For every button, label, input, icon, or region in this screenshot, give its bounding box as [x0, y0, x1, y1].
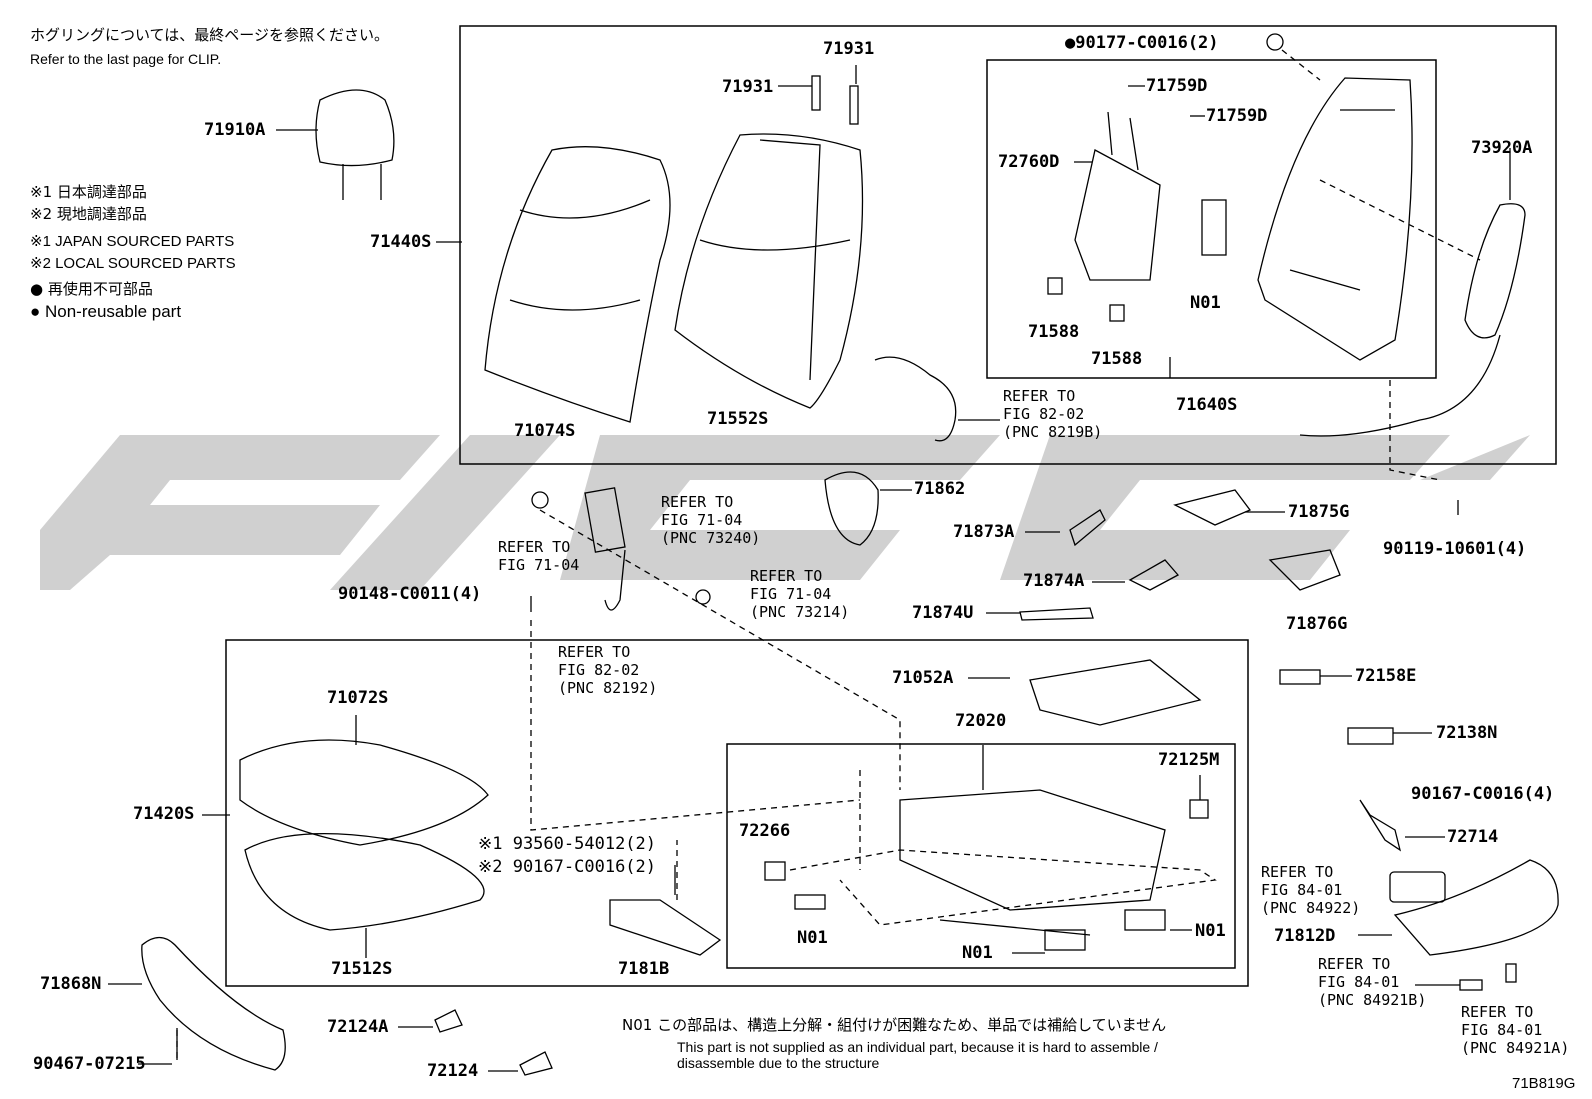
- part-90467-07215[interactable]: 90467-07215: [33, 1054, 146, 1074]
- ref-fig-84-01-84921B[interactable]: REFER TO FIG 84-01 (PNC 84921B): [1318, 955, 1427, 1009]
- part-71873A[interactable]: 71873A: [953, 522, 1015, 542]
- ref-fig-82-02-82192[interactable]: REFER TO FIG 82-02 (PNC 82192): [558, 643, 658, 697]
- cushion-frame-box: [225, 639, 1249, 987]
- part-71552S[interactable]: 71552S: [707, 409, 769, 429]
- ref-fig-82-02-8219B[interactable]: REFER TO FIG 82-02 (PNC 8219B): [1003, 387, 1103, 441]
- ref-fig-71-04[interactable]: REFER TO FIG 71-04: [498, 538, 580, 574]
- n01-note-jp: N01 この部品は、構造上分解・組付けが困難なため、単品では補給していません: [622, 1016, 1167, 1034]
- part-71588-b[interactable]: 71588: [1091, 349, 1143, 369]
- part-72124[interactable]: 72124: [427, 1061, 479, 1081]
- ref-fig-71-04-73214[interactable]: REFER TO FIG 71-04 (PNC 73214): [750, 567, 850, 621]
- legend-japan-jp: ※1 日本調達部品: [30, 183, 147, 201]
- clip-note-jp: ホグリングについては、最終ページを参照ください。: [30, 26, 389, 44]
- legend-japan-en: ※1 JAPAN SOURCED PARTS: [30, 233, 235, 250]
- part-71868N[interactable]: 71868N: [40, 974, 102, 994]
- part-71074S[interactable]: 71074S: [514, 421, 576, 441]
- clip-note-en: Refer to the last page for CLIP.: [30, 51, 222, 67]
- part-71440S[interactable]: 71440S: [370, 232, 432, 252]
- part-71052A[interactable]: 71052A: [892, 668, 954, 688]
- part-71874U[interactable]: 71874U: [912, 603, 974, 623]
- part-71931-top[interactable]: 71931: [823, 39, 875, 59]
- part-72760D[interactable]: 72760D: [998, 152, 1060, 172]
- ref-fig-84-01-84921A[interactable]: REFER TO FIG 84-01 (PNC 84921A): [1461, 1003, 1570, 1057]
- part-71759D-a[interactable]: 71759D: [1146, 76, 1208, 96]
- part-90148-C0011[interactable]: 90148-C0011(4): [338, 584, 482, 604]
- part-90167-C0016-b[interactable]: ※2 90167-C0016(2): [478, 857, 657, 877]
- seatback-frame-box: [459, 25, 1557, 465]
- part-72158E[interactable]: 72158E: [1355, 666, 1417, 686]
- legend-nonreusable-en: ● Non-reusable part: [30, 302, 182, 321]
- figure-code: 71B819G: [1512, 1075, 1576, 1092]
- part-7181B[interactable]: 7181B: [618, 959, 670, 979]
- part-72138N[interactable]: 72138N: [1436, 723, 1498, 743]
- part-N01-seatback[interactable]: N01: [1190, 293, 1221, 313]
- n01-note-en-2: disassemble due to the structure: [677, 1055, 880, 1071]
- part-71874A[interactable]: 71874A: [1023, 571, 1085, 591]
- ref-fig-71-04-73240[interactable]: REFER TO FIG 71-04 (PNC 73240): [661, 493, 761, 547]
- part-71876G[interactable]: 71876G: [1286, 614, 1348, 634]
- legend-nonreusable-jp: ● 再使用不可部品: [30, 280, 153, 298]
- part-71862[interactable]: 71862: [914, 479, 966, 499]
- part-71931-left[interactable]: 71931: [722, 77, 774, 97]
- part-71812D[interactable]: 71812D: [1274, 926, 1336, 946]
- part-N01-adjuster-b[interactable]: N01: [962, 943, 993, 963]
- part-71910A[interactable]: 71910A: [204, 120, 266, 140]
- part-90177-C0016[interactable]: ●90177-C0016(2): [1065, 33, 1219, 53]
- part-72125M[interactable]: 72125M: [1158, 750, 1220, 770]
- part-71588-a[interactable]: 71588: [1028, 322, 1080, 342]
- part-72124A[interactable]: 72124A: [327, 1017, 389, 1037]
- adjuster-frame-box: [726, 743, 1236, 969]
- legend-local-en: ※2 LOCAL SOURCED PARTS: [30, 255, 236, 272]
- part-71512S[interactable]: 71512S: [331, 959, 393, 979]
- part-93560-54012[interactable]: ※1 93560-54012(2): [478, 834, 657, 854]
- part-71759D-b[interactable]: 71759D: [1206, 106, 1268, 126]
- ref-fig-84-01-84922[interactable]: REFER TO FIG 84-01 (PNC 84922): [1261, 863, 1361, 917]
- part-N01-adjuster-a[interactable]: N01: [797, 928, 828, 948]
- watermark-logo: [40, 435, 1530, 590]
- part-71875G[interactable]: 71875G: [1288, 502, 1350, 522]
- part-72266[interactable]: 72266: [739, 821, 791, 841]
- part-90167-C0016-a[interactable]: 90167-C0016(4): [1411, 784, 1555, 804]
- part-72020[interactable]: 72020: [955, 711, 1007, 731]
- legend-local-jp: ※2 現地調達部品: [30, 205, 147, 223]
- part-90119-10601[interactable]: 90119-10601(4): [1383, 539, 1527, 559]
- part-71072S[interactable]: 71072S: [327, 688, 389, 708]
- part-71640S[interactable]: 71640S: [1176, 395, 1238, 415]
- seatback-frame-inner-box: [986, 59, 1437, 379]
- n01-note-en-1: This part is not supplied as an individu…: [677, 1039, 1158, 1055]
- part-72714[interactable]: 72714: [1447, 827, 1499, 847]
- part-N01-adjuster-c[interactable]: N01: [1195, 921, 1226, 941]
- part-71420S[interactable]: 71420S: [133, 804, 195, 824]
- part-73920A[interactable]: 73920A: [1471, 138, 1533, 158]
